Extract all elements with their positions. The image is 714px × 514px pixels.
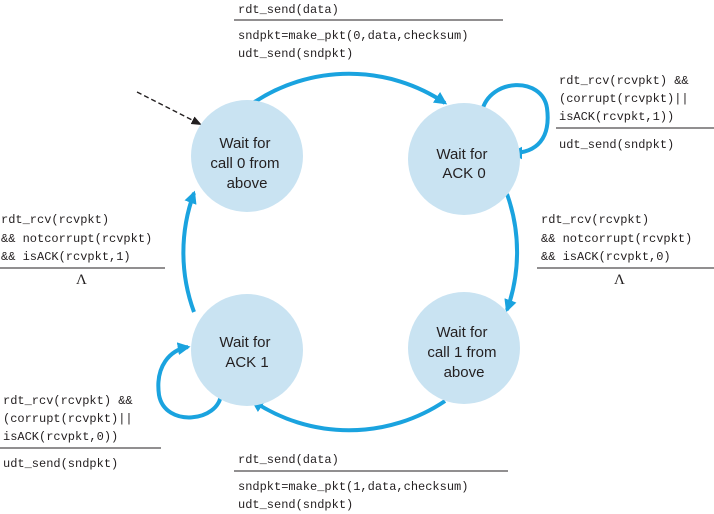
transition-arrow-s0-to-s1	[251, 71, 448, 105]
ack1-self-action: udt_send(sndpkt)	[3, 457, 119, 471]
transition-arrow-s3-to-s0	[181, 190, 197, 313]
self-loop-arrow-ack0	[480, 83, 550, 160]
state-label-line: ACK 0	[442, 165, 485, 182]
initial-state-arrow	[136, 91, 202, 125]
state-label-line: ACK 1	[225, 354, 268, 371]
state-label-line: call 0 from	[210, 155, 279, 172]
bottom-transition-event: rdt_send(data)	[238, 453, 339, 467]
svg-text:Wait for ACK 1: Wait for ACK 1	[219, 334, 274, 371]
state-label-line: Wait for	[436, 146, 487, 163]
state-wait-call-1: Wait for call 1 from above	[408, 292, 520, 404]
top-transition-action: sndpkt=make_pkt(0,data,checksum)	[238, 29, 469, 43]
top-transition-event: rdt_send(data)	[238, 3, 339, 17]
ack0-self-event: rdt_rcv(rcvpkt) &&	[559, 74, 689, 88]
ack0-self-event: (corrupt(rcvpkt)||	[559, 92, 689, 106]
state-wait-call-0: Wait for call 0 from above	[191, 100, 303, 212]
ack1-self-event: (corrupt(rcvpkt)||	[3, 412, 133, 426]
top-transition-action: udt_send(sndpkt)	[238, 47, 354, 61]
ack1-self-event: rdt_rcv(rcvpkt) &&	[3, 394, 133, 408]
ack1-self-event: isACK(rcvpkt,0))	[3, 430, 119, 444]
right-transition-event: rdt_rcv(rcvpkt)	[541, 213, 650, 227]
state-label-line: above	[227, 175, 268, 192]
transition-arrow-s2-to-s3	[250, 399, 447, 433]
ack0-self-event: isACK(rcvpkt,1))	[559, 110, 675, 124]
svg-text:Wait for call 1 from: Wait for call 1 from above	[427, 324, 500, 381]
ack0-self-action: udt_send(sndpkt)	[559, 138, 675, 152]
state-label-line: Wait for	[436, 324, 487, 341]
bottom-transition-action: sndpkt=make_pkt(1,data,checksum)	[238, 480, 469, 494]
state-label-line: above	[444, 364, 485, 381]
right-lambda-symbol: Λ	[614, 272, 625, 288]
svg-text:Wait for ACK 0: Wait for ACK 0	[436, 146, 491, 182]
state-wait-ack-0: Wait for ACK 0	[408, 103, 520, 215]
right-transition-event: && notcorrupt(rcvpkt)	[541, 232, 693, 246]
left-transition-event: rdt_rcv(rcvpkt)	[1, 213, 110, 227]
state-label-line: Wait for	[219, 334, 270, 351]
left-lambda-symbol: Λ	[76, 272, 87, 288]
bottom-transition-action: udt_send(sndpkt)	[238, 498, 354, 512]
transition-arrow-s1-to-s2	[504, 193, 519, 313]
svg-text:Wait for call 0 from: Wait for call 0 from above	[210, 135, 283, 192]
state-wait-ack-1: Wait for ACK 1	[191, 294, 303, 406]
left-transition-event: && isACK(rcvpkt,1)	[1, 250, 131, 264]
state-label-line: Wait for	[219, 135, 270, 152]
self-loop-arrow-ack1	[156, 342, 223, 420]
left-transition-event: && notcorrupt(rcvpkt)	[1, 232, 153, 246]
right-transition-event: && isACK(rcvpkt,0)	[541, 250, 671, 264]
state-label-line: call 1 from	[427, 344, 496, 361]
